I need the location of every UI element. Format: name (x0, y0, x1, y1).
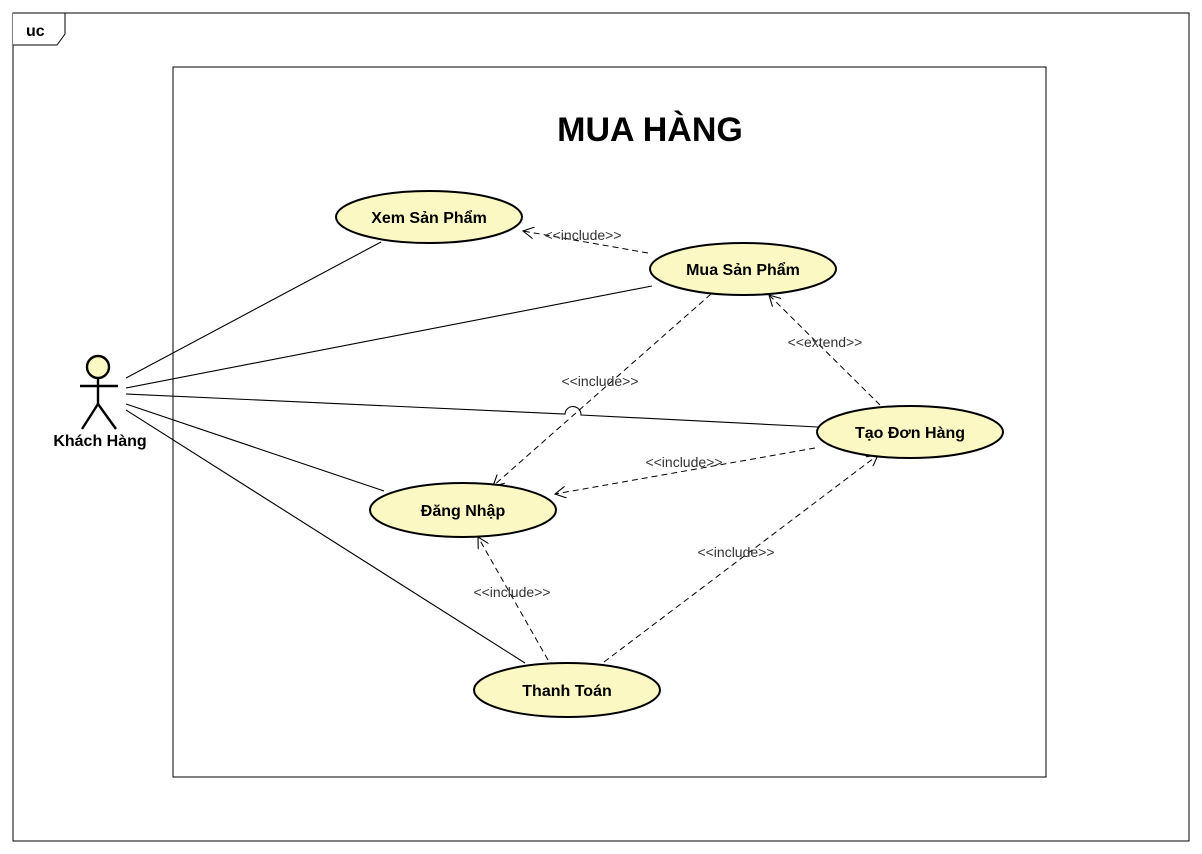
label-mua-includes-dang-nhap: <<include>> (561, 373, 638, 389)
use-case-mua-san-pham[interactable]: Mua Sản Phẩm (649, 242, 837, 296)
association-tao-don-hang (125, 393, 819, 428)
actor-head (85, 354, 111, 380)
label-thanh-toan-includes-tao: <<include>> (697, 544, 774, 560)
frame-tag-box (13, 12, 66, 46)
label-tao-extends-mua: <<extend>> (788, 334, 863, 350)
dep-tao-dang-nhap (555, 447, 816, 494)
association-thanh-toan (125, 409, 526, 664)
association-xem-san-pham (125, 241, 382, 379)
system-title: MUA HÀNG (557, 111, 743, 149)
use-case-tao-don-hang-label: Tạo Đơn Hàng (855, 425, 965, 442)
dep-mua-xem (523, 231, 649, 254)
actor-khach-hang[interactable] (80, 354, 118, 430)
use-case-xem-san-pham-shape (335, 190, 523, 244)
label-mua-includes-xem: <<include>> (544, 227, 621, 243)
use-case-mua-san-pham-shape (649, 242, 837, 296)
actor-right-leg (97, 403, 117, 430)
use-case-xem-san-pham[interactable]: Xem Sản Phẩm (335, 190, 523, 244)
label-tao-includes-dang-nhap: <<include>> (645, 454, 722, 470)
use-case-dang-nhap[interactable]: Đăng Nhập (369, 482, 557, 538)
dep-tao-mua (769, 295, 881, 406)
dependencies (478, 231, 881, 663)
association-dang-nhap (125, 403, 385, 492)
use-case-dang-nhap-shape (369, 482, 557, 538)
frame-tag: uc (26, 23, 45, 40)
dep-thanh-toan-dang-nhap (478, 537, 549, 661)
association-mua-san-pham (125, 285, 653, 389)
dep-mua-dang-nhap (493, 293, 712, 486)
label-thanh-toan-includes-dang-nhap: <<include>> (473, 584, 550, 600)
actor-name: Khách Hàng (53, 433, 146, 450)
use-case-tao-don-hang-shape (816, 405, 1004, 459)
use-case-thanh-toan[interactable]: Thanh Toán (473, 662, 661, 718)
use-case-mua-san-pham-label: Mua Sản Phẩm (686, 261, 800, 279)
use-case-thanh-toan-label: Thanh Toán (522, 683, 611, 700)
use-case-tao-don-hang[interactable]: Tạo Đơn Hàng (816, 405, 1004, 459)
dep-thanh-toan-tao (603, 455, 878, 663)
use-case-thanh-toan-shape (473, 662, 661, 718)
associations (125, 241, 819, 664)
use-case-dang-nhap-label: Đăng Nhập (421, 503, 506, 520)
use-case-xem-san-pham-label: Xem Sản Phẩm (371, 209, 487, 227)
actor-left-leg (80, 403, 100, 430)
